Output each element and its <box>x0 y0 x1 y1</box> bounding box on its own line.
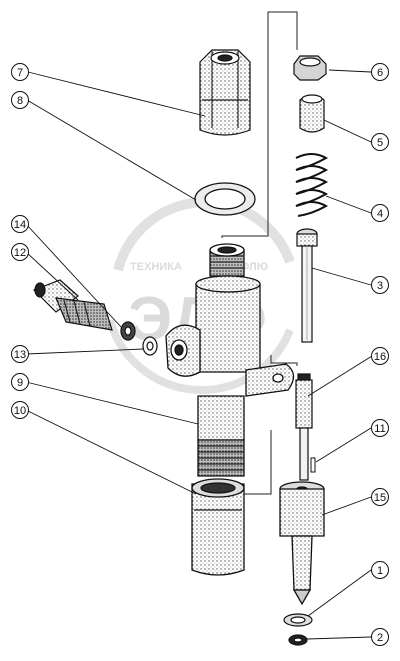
callout-circle <box>11 63 29 81</box>
callout-number: 10 <box>14 405 26 417</box>
callout-number: 16 <box>374 351 386 363</box>
leader-lines <box>25 69 373 640</box>
callout-3: 3 <box>371 276 389 294</box>
callout-14: 14 <box>11 215 29 233</box>
part-nozzle-nut <box>191 478 245 576</box>
callout-13: 13 <box>11 345 29 363</box>
callout-1: 1 <box>371 561 389 579</box>
callout-number: 5 <box>377 137 383 149</box>
part-pin <box>310 457 316 473</box>
callout-12: 12 <box>11 243 29 261</box>
callout-number: 12 <box>14 247 26 259</box>
callout-circle <box>371 133 389 151</box>
part-washer-1 <box>283 613 313 627</box>
part-needle <box>295 373 313 481</box>
callout-circle <box>11 243 29 261</box>
part-spring-seat <box>299 94 325 133</box>
callout-number: 4 <box>377 208 383 220</box>
callout-number: 6 <box>377 67 383 79</box>
callout-9: 9 <box>11 373 29 391</box>
callout-15: 15 <box>371 488 389 506</box>
callout-7: 7 <box>11 63 29 81</box>
callout-circle <box>371 488 389 506</box>
part-washer-medium <box>142 336 158 356</box>
part-small-nut <box>293 55 327 81</box>
callout-11: 11 <box>371 419 389 437</box>
callout-number: 3 <box>377 280 383 292</box>
bracket-lines <box>221 11 298 495</box>
part-washer-small <box>120 321 136 341</box>
callout-6: 6 <box>371 63 389 81</box>
callout-10: 10 <box>11 401 29 419</box>
part-nozzle <box>279 481 325 606</box>
callout-number: 11 <box>374 423 385 435</box>
callout-circle <box>11 91 29 109</box>
callout-circle <box>371 561 389 579</box>
callout-circle <box>371 347 389 365</box>
watermark-text-top2: ФЛЮ <box>240 261 268 273</box>
watermark-text-top: ТЕХНИКА <box>130 261 182 273</box>
part-fitting <box>32 279 113 331</box>
part-injector-body <box>165 243 295 477</box>
callout-number: 13 <box>14 349 26 361</box>
callout-8: 8 <box>11 91 29 109</box>
part-spring <box>295 153 329 217</box>
callout-number: 15 <box>374 492 386 504</box>
callout-circle <box>371 628 389 646</box>
callout-circle <box>11 401 29 419</box>
callout-circle <box>371 63 389 81</box>
callout-number: 1 <box>377 565 383 577</box>
callout-circle <box>11 345 29 363</box>
callout-number: 8 <box>17 95 23 107</box>
callout-circle <box>11 215 29 233</box>
part-push-rod <box>296 228 318 343</box>
callout-5: 5 <box>371 133 389 151</box>
callout-circle <box>371 276 389 294</box>
callout-number: 14 <box>14 219 26 231</box>
part-washer-2 <box>288 634 308 646</box>
callout-2: 2 <box>371 628 389 646</box>
part-cap-nut <box>199 49 251 136</box>
callout-4: 4 <box>371 204 389 222</box>
callout-number: 2 <box>377 632 383 644</box>
callout-number: 9 <box>17 377 23 389</box>
part-washer-large <box>194 182 256 216</box>
callout-circle <box>371 419 389 437</box>
callout-number: 7 <box>17 67 23 79</box>
callout-16: 16 <box>371 347 389 365</box>
callout-circle <box>371 204 389 222</box>
callout-circle <box>11 373 29 391</box>
